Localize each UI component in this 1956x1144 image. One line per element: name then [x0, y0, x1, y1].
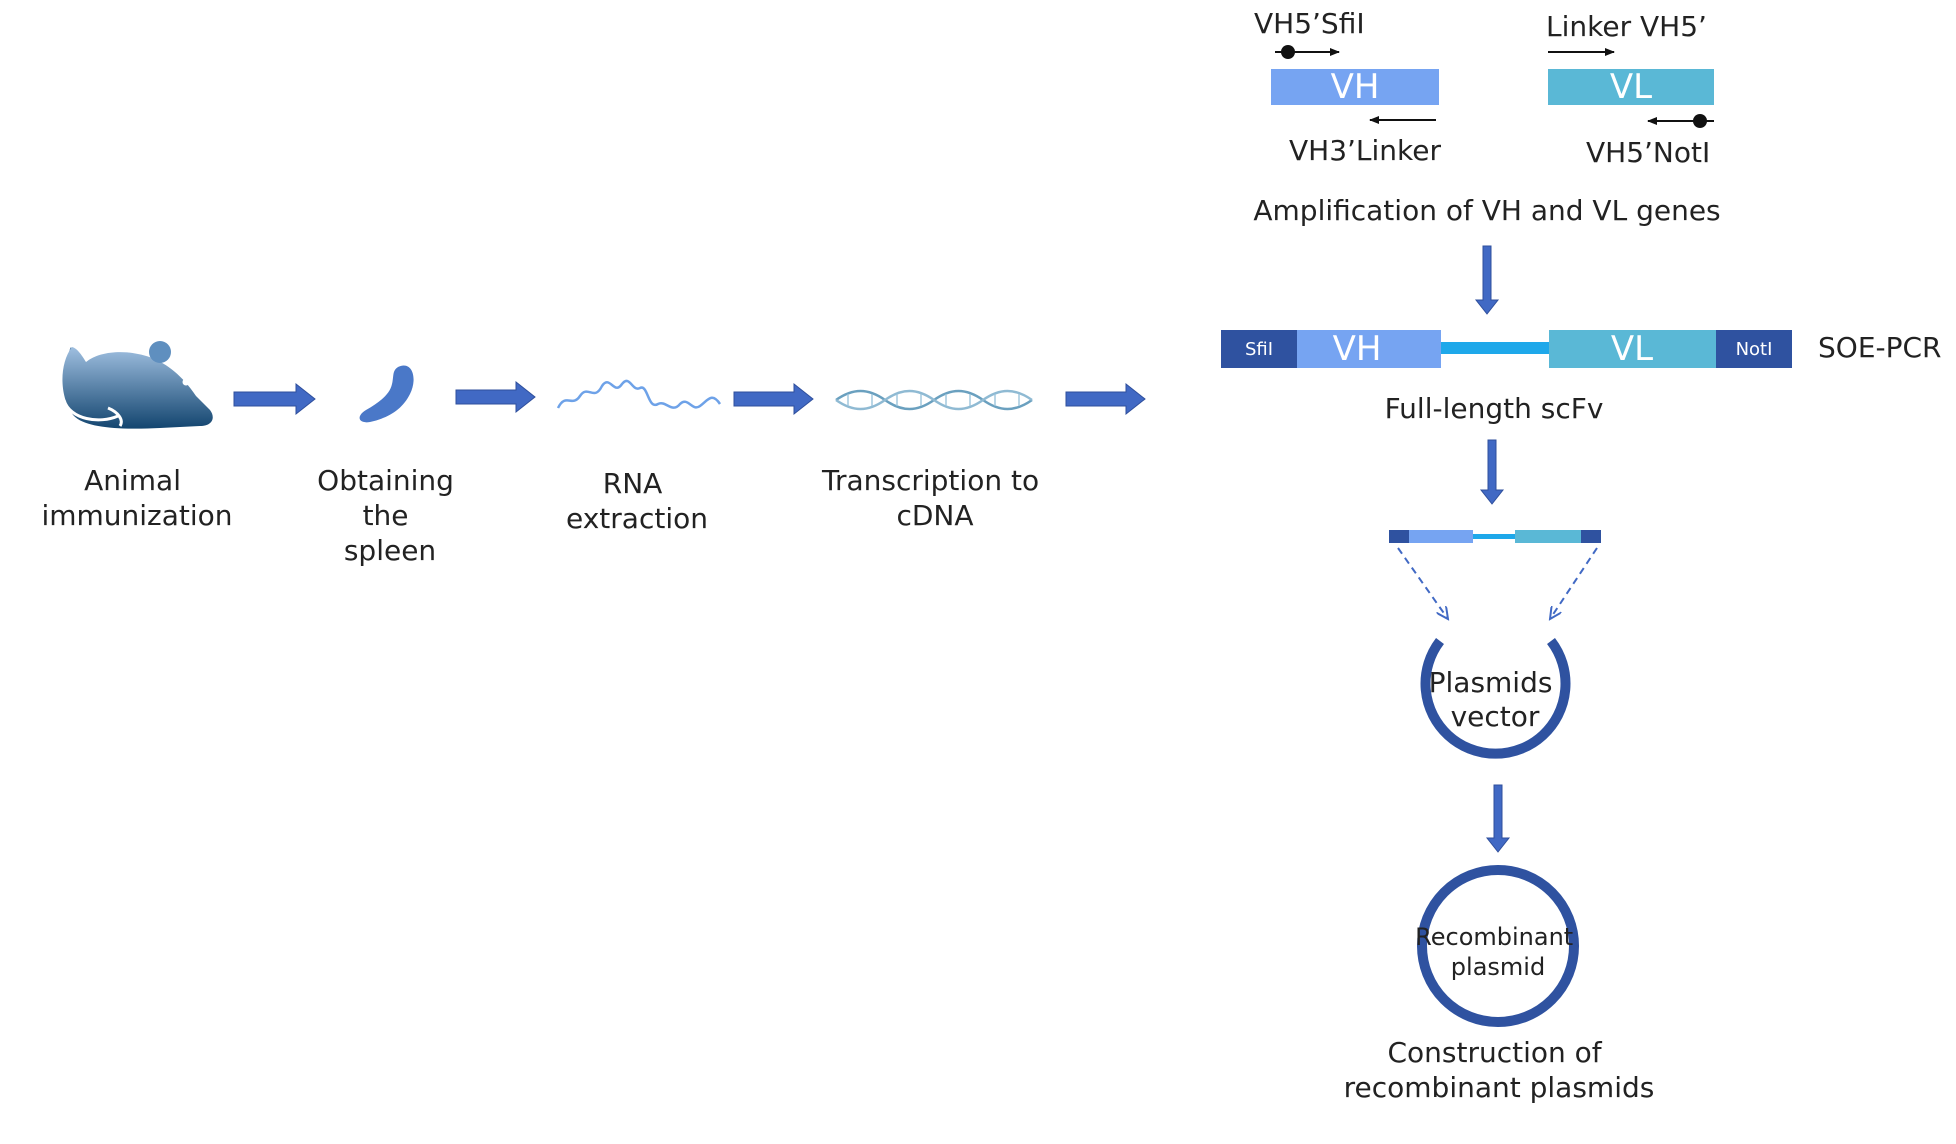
scfv-insert-fragment [1389, 530, 1601, 543]
primer-vl-forward: Linker VH5’ [1546, 10, 1707, 56]
primer-vl-forward-label: Linker VH5’ [1546, 10, 1707, 43]
amplification-caption: Amplification of VH and VL genes [1253, 194, 1720, 227]
down-arrow-3 [1485, 784, 1511, 853]
scfv-vl-segment [1549, 330, 1716, 368]
primer-vh-forward-label: VH5’SfiI [1254, 7, 1365, 40]
plasmid-vector-label: Plasmids vector [1429, 666, 1562, 733]
pipeline-arrow-2 [455, 380, 536, 414]
pipeline-arrow-4 [1065, 382, 1146, 416]
vh-gene-label: VH [1331, 67, 1380, 107]
primer-vh-reverse: VH3’Linker [1289, 116, 1441, 167]
noti-site-label: NotI [1736, 339, 1773, 360]
insert-arrow-left [1397, 547, 1448, 619]
primer-vl-reverse: VH5’NotI [1586, 114, 1714, 169]
vl-gene-segment [1548, 69, 1714, 105]
pipeline-arrow-3 [733, 382, 814, 416]
noti-site-segment [1716, 330, 1792, 368]
insert-arrow-right [1550, 547, 1598, 619]
scfv-vh-label: VH [1333, 329, 1382, 369]
soe-pcr-label: SOE-PCR [1818, 331, 1942, 364]
scfv-vl-label: VL [1611, 329, 1653, 369]
recombinant-plasmid-label: Recombinant plasmid [1415, 923, 1581, 981]
recombinant-caption: Construction of recombinant plasmids [1344, 1036, 1655, 1104]
sfii-site-label: SfiI [1245, 339, 1273, 360]
step-label-animal-immunization: Animal immunization [41, 464, 232, 532]
spleen-icon [359, 365, 414, 423]
step-label-obtaining-spleen: Obtaining the spleen [317, 464, 463, 567]
scfv-construct: SfiI VH VL NotI [1221, 329, 1792, 369]
cdna-helix-icon [835, 389, 1033, 411]
recombinant-plasmid-ring [1417, 865, 1579, 1027]
primer-vl-reverse-label: VH5’NotI [1586, 136, 1710, 169]
vl-gene-label: VL [1610, 67, 1652, 107]
scfv-vh-segment [1297, 330, 1441, 368]
step-label-rna-extraction: RNA extraction [566, 467, 708, 535]
primer-vh-reverse-label: VH3’Linker [1289, 134, 1441, 167]
down-arrow-2 [1479, 439, 1505, 505]
pipeline-arrow-1 [233, 382, 316, 416]
down-arrow-1 [1474, 245, 1500, 315]
sfii-site-segment [1221, 330, 1297, 368]
vh-gene-segment [1271, 69, 1439, 105]
linker-segment [1441, 342, 1549, 354]
scfv-caption: Full-length scFv [1385, 392, 1604, 425]
rna-strand-icon [556, 379, 722, 409]
mouse-icon [62, 341, 213, 429]
step-label-transcription-cdna: Transcription to cDNA [821, 464, 1048, 532]
plasmid-vector-ring [1420, 637, 1571, 759]
primer-vh-forward: VH5’SfiI [1254, 7, 1365, 59]
